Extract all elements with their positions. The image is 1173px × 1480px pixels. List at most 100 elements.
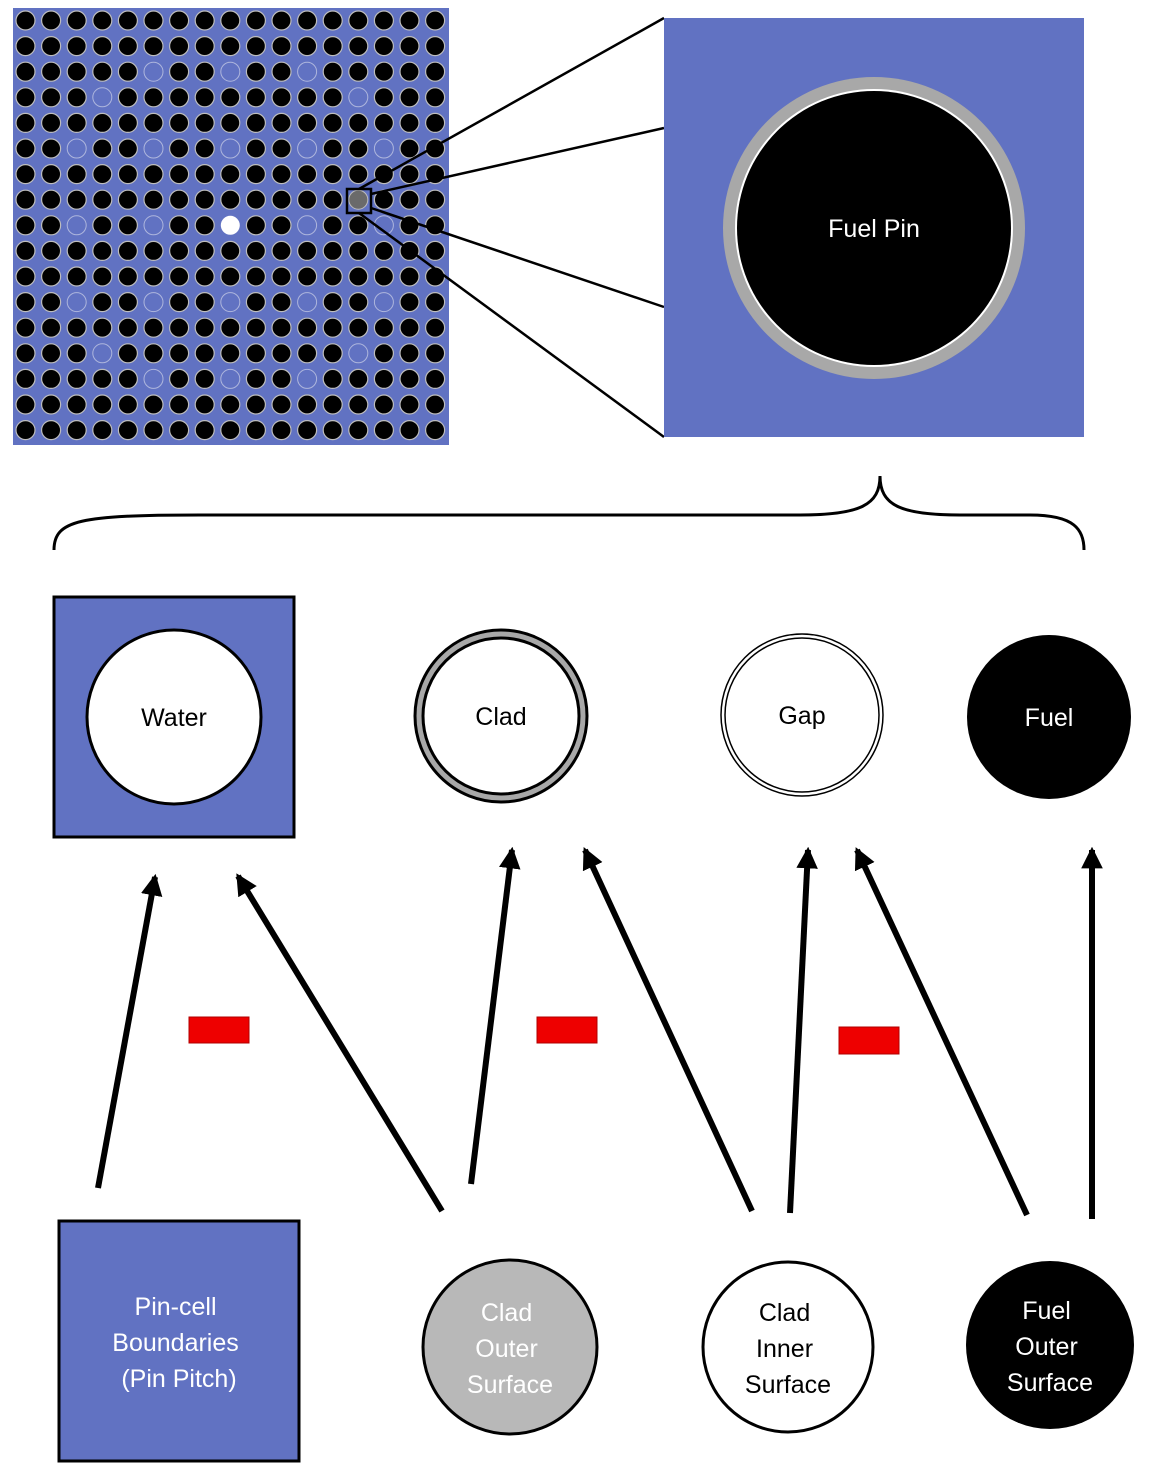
lattice-fuel-pin (245, 112, 266, 134)
lattice-fuel-pin (117, 138, 139, 159)
lattice-fuel-pin (220, 266, 241, 287)
lattice-fuel-pin (322, 164, 343, 185)
lattice-fuel-pin (245, 189, 266, 210)
lattice-fuel-pin (92, 317, 113, 338)
lattice-fuel-pin (15, 35, 36, 57)
lattice-fuel-pin (92, 61, 113, 82)
lattice-fuel-pin (322, 420, 343, 441)
lattice-fuel-pin (92, 292, 113, 313)
region-gap: Gap (720, 633, 884, 797)
lattice-fuel-pin (169, 343, 190, 364)
lattice-fuel-pin (169, 189, 190, 210)
guide-tube (143, 292, 164, 313)
lattice-fuel-pin (399, 35, 420, 57)
lattice-fuel-pin (92, 420, 113, 441)
lattice-fuel-pin (322, 343, 343, 364)
lattice-fuel-pin (271, 138, 292, 159)
lattice-fuel-pin (271, 420, 292, 441)
lattice-fuel-pin (425, 317, 446, 338)
lattice-fuel-pin (425, 368, 446, 389)
lattice-fuel-pin (297, 10, 318, 31)
lattice-fuel-pin (297, 394, 318, 415)
lattice-fuel-pin (169, 112, 190, 134)
lattice-fuel-pin (117, 112, 139, 134)
lattice-fuel-pin (143, 164, 164, 185)
lattice-fuel-pin (92, 189, 113, 210)
lattice-fuel-pin (425, 112, 446, 134)
minus-sign-1 (188, 1016, 250, 1044)
clad-inner-circle (421, 636, 581, 796)
lattice-fuel-pin (348, 35, 369, 57)
lattice-fuel-pin (66, 368, 87, 389)
lattice-fuel-pin (322, 394, 343, 415)
lattice-fuel-pin (348, 138, 369, 159)
lattice-fuel-pin (40, 394, 62, 415)
lattice-fuel-pin (399, 10, 420, 31)
lattice-fuel-pin (271, 87, 292, 108)
guide-tube (348, 343, 369, 364)
lattice-fuel-pin (348, 317, 369, 338)
lattice-fuel-pin (15, 10, 36, 31)
gap-label: Gap (778, 702, 825, 730)
guide-tube (297, 138, 318, 159)
lattice-fuel-pin (40, 368, 62, 389)
lattice-fuel-pin (322, 189, 343, 210)
lattice-fuel-pin (117, 343, 139, 364)
lattice-fuel-pin (117, 266, 139, 287)
lattice-fuel-pin (322, 112, 343, 134)
lattice-fuel-pin (373, 343, 394, 364)
lattice-fuel-pin (169, 368, 190, 389)
lattice-fuel-pin (66, 394, 87, 415)
lattice-fuel-pin (399, 164, 420, 185)
lattice-fuel-pin (143, 87, 164, 108)
lattice-fuel-pin (40, 10, 62, 31)
clad-label: Clad (475, 703, 526, 731)
lattice-fuel-pin (194, 266, 215, 287)
lattice-fuel-pin (271, 266, 292, 287)
guide-tube (297, 61, 318, 82)
lattice-fuel-pin (220, 189, 241, 210)
lattice-fuel-pin (117, 87, 139, 108)
lattice-fuel-pin (194, 189, 215, 210)
guide-tube (220, 292, 241, 313)
lattice-fuel-pin (348, 368, 369, 389)
lattice-fuel-pin (40, 112, 62, 134)
lattice-fuel-pin (117, 164, 139, 185)
lattice-fuel-pin (92, 10, 113, 31)
lattice-fuel-pin (117, 292, 139, 313)
fuel-pin-zoom-panel: Fuel Pin (664, 18, 1084, 437)
lattice-fuel-pin (220, 10, 241, 31)
lattice-fuel-pin (194, 87, 215, 108)
lattice-fuel-pin (194, 138, 215, 159)
fuel-outer-surface-label: Fuel Outer Surface (1007, 1297, 1093, 1397)
water-hole-circle (85, 628, 263, 806)
minus-sign-3 (838, 1026, 900, 1055)
fuel-pin-label: Fuel Pin (828, 215, 920, 243)
lattice-fuel-pin (373, 112, 394, 134)
lattice-fuel-pin (143, 266, 164, 287)
lattice-fuel-pin (348, 420, 369, 441)
water-label: Water (141, 704, 207, 732)
lattice-fuel-pin (40, 35, 62, 57)
lattice-fuel-pin (297, 35, 318, 57)
gap-inner-circle (724, 637, 880, 793)
lattice-fuel-pin (169, 164, 190, 185)
guide-tube (92, 343, 113, 364)
lattice-fuel-pin (169, 215, 190, 236)
lattice-fuel-pin (348, 10, 369, 31)
lattice-fuel-pin (271, 292, 292, 313)
lattice-fuel-pin (297, 266, 318, 287)
lattice-fuel-pin (40, 240, 62, 261)
lattice-fuel-pin (220, 112, 241, 134)
lattice-fuel-pin (399, 343, 420, 364)
zoom-connector-lines (358, 16, 665, 439)
lattice-fuel-pin (169, 61, 190, 82)
lattice-fuel-pin (297, 317, 318, 338)
lattice-fuel-pin (245, 10, 266, 31)
lattice-fuel-pin (15, 240, 36, 261)
lattice-fuel-pin (245, 138, 266, 159)
lattice-fuel-pin (15, 189, 36, 210)
lattice-fuel-pin (92, 266, 113, 287)
lattice-fuel-pin (348, 240, 369, 261)
lattice-fuel-pin (271, 112, 292, 134)
